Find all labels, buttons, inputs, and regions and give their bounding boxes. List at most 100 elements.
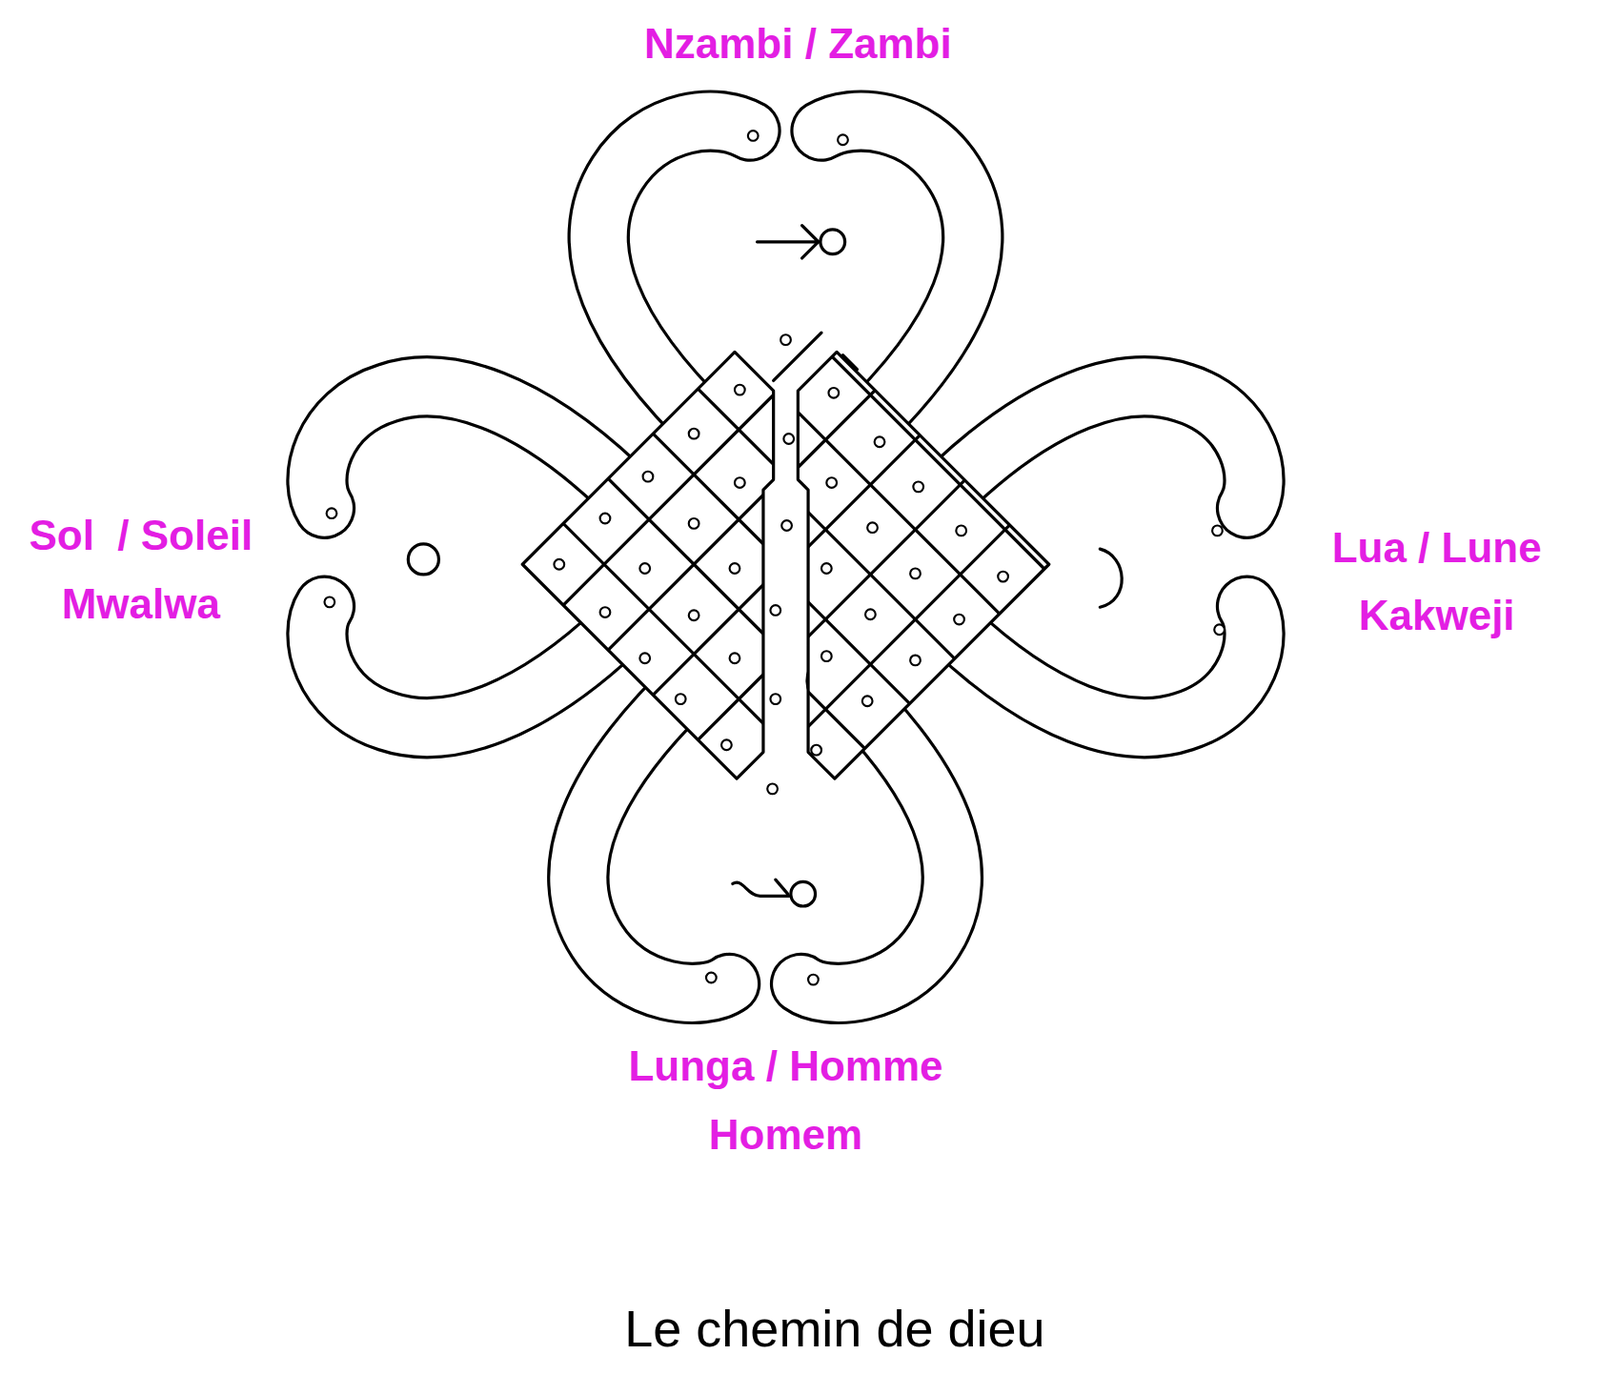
god-symbol — [820, 229, 846, 255]
lattice-line — [82, 305, 593, 816]
term-label: Kakweji — [1358, 592, 1516, 639]
lattice-line — [269, 305, 780, 816]
sand-dot — [867, 522, 878, 533]
term-label: Homem — [708, 1112, 863, 1158]
lattice-line — [0, 305, 414, 816]
band-inner — [317, 121, 1255, 993]
sand-dot — [1214, 624, 1225, 635]
lattice-line — [435, 305, 946, 816]
lattice-line — [628, 305, 1139, 816]
term-label: Nzambi / Zambi — [644, 20, 952, 67]
sand-dot — [781, 520, 792, 531]
lattice-lines — [153, 305, 1600, 816]
lattice-line — [153, 305, 664, 816]
sun-symbol — [407, 544, 439, 575]
term-label: Lua / Lune — [1332, 525, 1542, 571]
lattice-line — [531, 305, 1042, 816]
lattice-line — [1077, 305, 1588, 816]
sand-dot — [326, 507, 338, 519]
lattice-line — [0, 305, 318, 816]
sand-dot — [688, 518, 700, 529]
lattice-line — [0, 305, 324, 816]
lattice-line — [794, 305, 1305, 816]
sand-dot — [643, 471, 654, 483]
lattice-line — [332, 305, 843, 816]
sand-dot — [874, 436, 886, 447]
sand-dot — [769, 693, 781, 705]
lattice-line — [0, 305, 504, 816]
term-label: Sol / Soleil — [28, 512, 253, 559]
band-outline — [317, 121, 1255, 993]
god-symbol — [757, 225, 820, 259]
sand-dot — [780, 334, 791, 345]
lattice-line — [442, 305, 952, 816]
lattice-line — [1167, 305, 1600, 816]
sand-dot — [953, 614, 965, 626]
man-symbol — [790, 881, 816, 907]
lattice-line — [1140, 305, 1600, 816]
sand-dot — [748, 130, 759, 142]
sand-dot — [729, 563, 741, 574]
lattice-line — [525, 305, 1035, 816]
sand-dot — [865, 608, 876, 620]
sand-dot — [600, 607, 611, 618]
lattice-line — [243, 305, 753, 816]
lattice-line — [897, 305, 1408, 816]
lattice-line — [1230, 305, 1600, 816]
term-label: Mwalwa — [61, 581, 221, 628]
sand-dot — [955, 526, 967, 537]
lattice-line — [345, 305, 856, 816]
moon-symbol — [1099, 548, 1122, 608]
lattice-line — [351, 305, 862, 816]
lattice-line — [891, 305, 1401, 816]
sand-dot — [837, 134, 849, 145]
crossing-lines — [773, 332, 858, 381]
sand-dot — [688, 609, 700, 621]
lattice-left — [522, 351, 773, 779]
sand-dot — [810, 745, 822, 756]
lattice-line — [808, 305, 1318, 816]
term-label: Lunga / Homme — [627, 1043, 943, 1090]
sand-dot — [729, 652, 741, 664]
sand-dot — [675, 693, 687, 705]
sand-dot — [688, 428, 700, 440]
lattice-line — [76, 305, 587, 816]
lattice-line — [359, 305, 870, 816]
sand-dot — [910, 655, 921, 667]
lattice-line — [705, 305, 1216, 816]
sand-dot — [997, 571, 1009, 583]
sand-dot — [821, 650, 832, 662]
lattice-right — [797, 351, 1049, 779]
lattice-line — [1256, 305, 1600, 816]
lattice-line — [615, 305, 1126, 816]
caption: Le chemin de dieu — [624, 1300, 1045, 1357]
lattice-line — [710, 305, 1221, 816]
lattice-line — [870, 305, 1381, 816]
sand-dot — [808, 974, 819, 986]
sand-dot — [910, 568, 921, 580]
sand-dot — [600, 513, 611, 525]
lattice-line — [718, 305, 1229, 816]
lattice-line — [691, 305, 1202, 816]
sand-dot — [553, 559, 565, 570]
sand-dot — [639, 563, 650, 574]
lattice-line — [884, 305, 1395, 816]
lattice-line — [0, 305, 497, 816]
sand-dot — [767, 783, 778, 794]
sand-dot — [828, 387, 839, 399]
sand-dot — [912, 481, 924, 492]
sand-dot — [639, 652, 650, 664]
lattice-line — [621, 305, 1132, 816]
sand-dot — [324, 597, 336, 608]
sand-dot — [826, 477, 837, 488]
man-symbol — [732, 879, 790, 896]
sand-dots — [324, 130, 1225, 985]
sand-dot — [862, 695, 873, 707]
sand-dot — [721, 739, 732, 750]
lattice-line — [179, 305, 689, 816]
symbols — [407, 225, 1122, 907]
sand-dot — [769, 605, 781, 616]
sand-dot — [783, 433, 794, 445]
